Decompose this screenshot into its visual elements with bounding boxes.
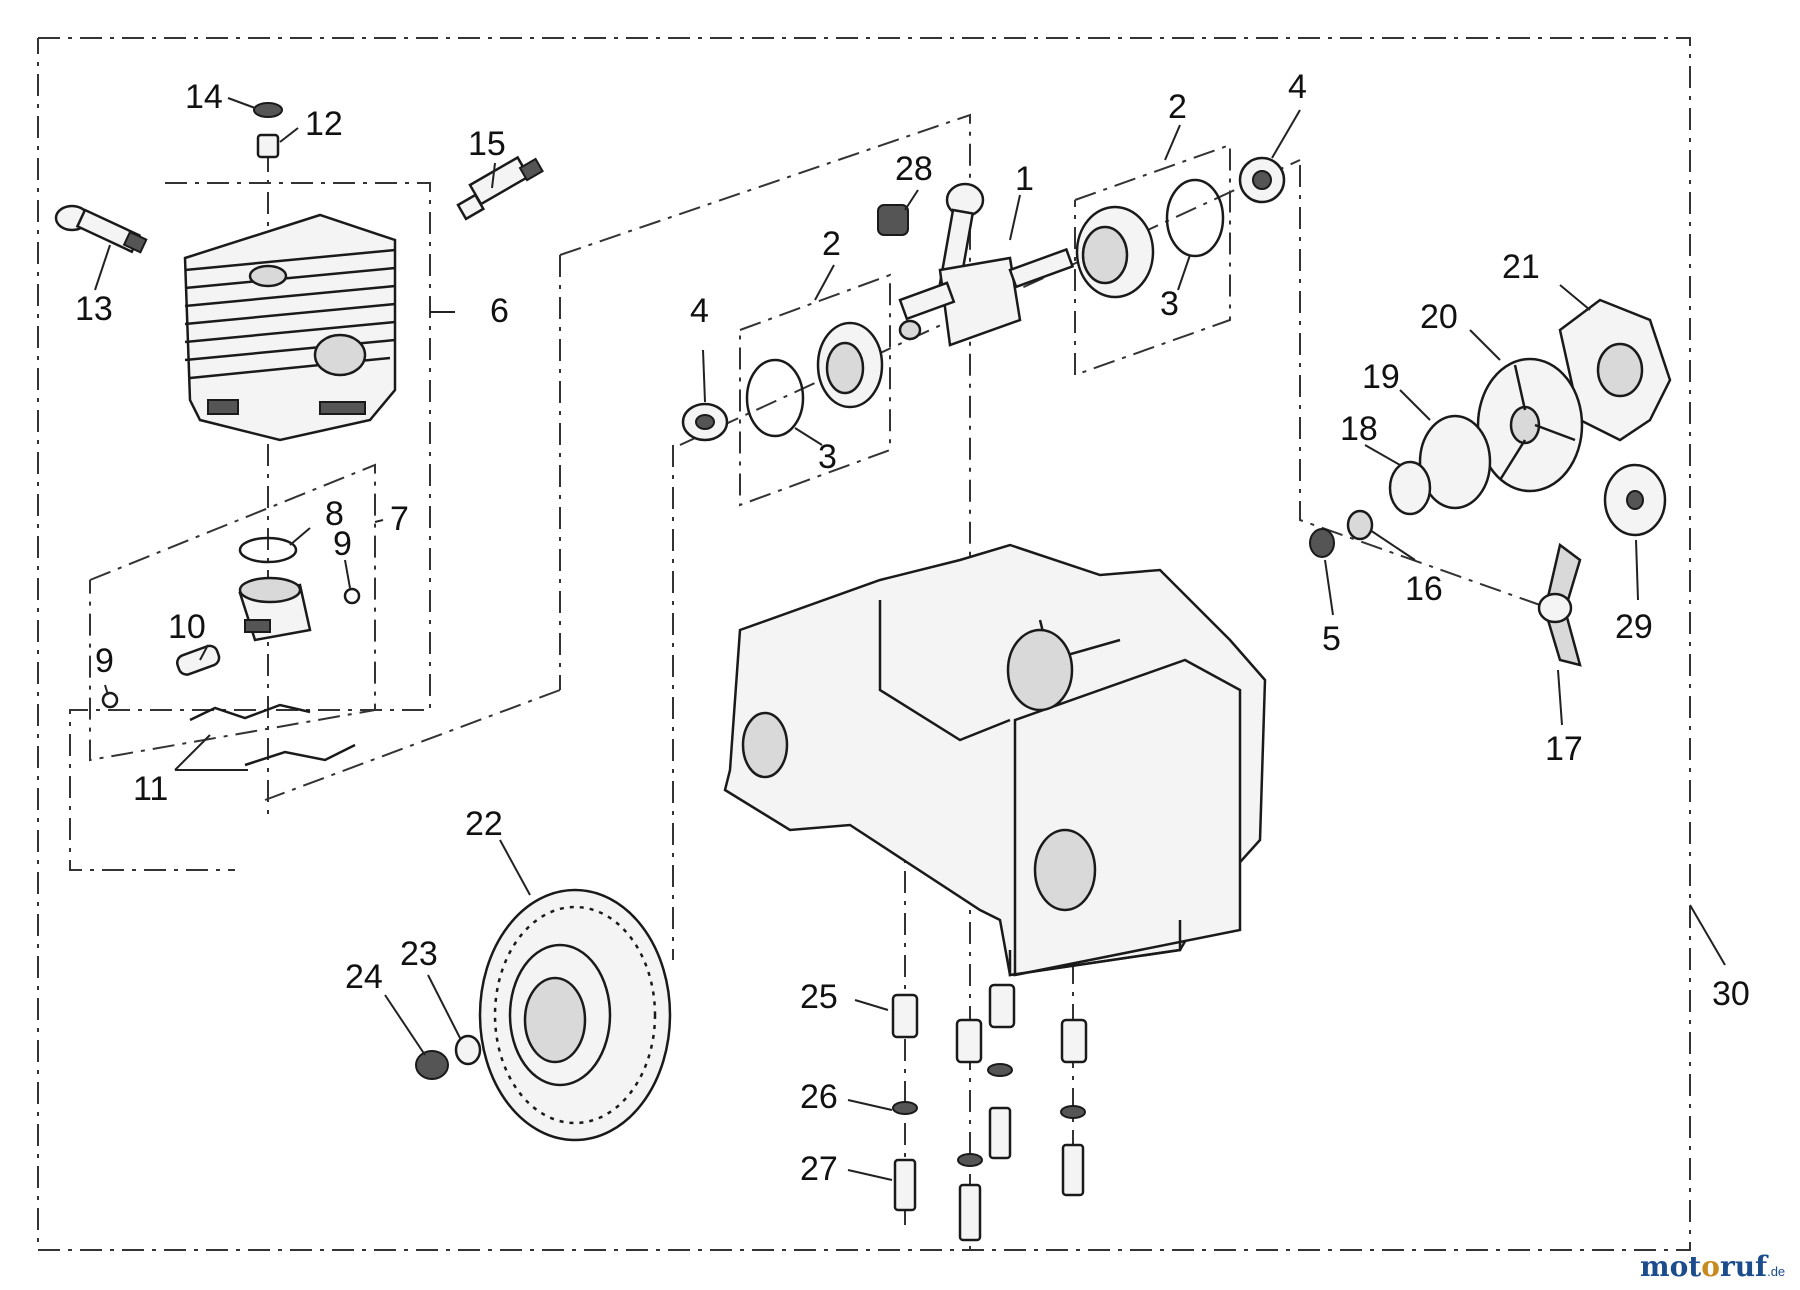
part-4-seal-right <box>1238 156 1286 204</box>
part-8-piston-ring <box>238 536 298 564</box>
part-11-gasket-upper <box>189 703 311 722</box>
bearing-group-right-boundary <box>1074 143 1231 377</box>
part-27-screw-d <box>958 1183 982 1242</box>
label-p3b: 3 <box>1160 285 1179 323</box>
part-6-cylinder <box>183 213 397 442</box>
label-p14: 14 <box>185 78 223 116</box>
label-p30: 30 <box>1712 975 1750 1013</box>
label-p26: 26 <box>800 1078 838 1116</box>
label-p23: 23 <box>400 935 438 973</box>
part-piston <box>238 576 312 642</box>
part-9-circlip-right <box>343 587 361 605</box>
part-3-circlip-left <box>745 358 805 438</box>
part-25-sleeve-a <box>891 993 919 1039</box>
crankcase-link-line-2 <box>264 689 561 801</box>
label-p4a: 4 <box>690 292 709 330</box>
part-25-sleeve-d <box>1060 1018 1088 1064</box>
part-26-washer-d <box>957 1153 983 1167</box>
label-p6: 6 <box>490 292 509 330</box>
label-p10: 10 <box>168 608 206 646</box>
part-26-washer-a <box>892 1101 918 1115</box>
label-p24: 24 <box>345 958 383 996</box>
part-27-screw-b <box>988 1106 1012 1160</box>
label-p11: 11 <box>133 770 168 808</box>
label-p9b: 9 <box>95 642 114 680</box>
leader-lines <box>94 97 1639 1181</box>
part-25-sleeve-c <box>988 983 1016 1029</box>
label-p13: 13 <box>75 290 113 328</box>
label-p21: 21 <box>1502 248 1540 286</box>
label-p19: 19 <box>1362 358 1400 396</box>
part-11-gasket-lower <box>244 743 356 767</box>
label-p22: 22 <box>465 805 503 843</box>
cylinder-group-boundary <box>69 182 431 871</box>
piston-group-boundary <box>89 463 376 762</box>
label-p9a: 9 <box>333 525 352 563</box>
part-10-piston-pin <box>176 644 221 676</box>
part-23-washer <box>454 1034 482 1066</box>
label-p17: 17 <box>1545 730 1583 768</box>
part-2-bearing-right <box>1075 205 1155 299</box>
label-p2a: 2 <box>822 225 841 263</box>
part-25-sleeve-b <box>955 1018 983 1064</box>
part-28-needle-bearing <box>877 204 909 236</box>
part-20-clutch <box>1476 357 1584 493</box>
leader-30 <box>1689 904 1726 966</box>
label-p7: 7 <box>390 500 409 538</box>
part-12-sleeve <box>256 133 280 159</box>
part-2-bearing-left <box>816 321 884 409</box>
clutch-axis-line <box>1299 165 1541 606</box>
label-p3a: 3 <box>818 438 837 476</box>
label-p27: 27 <box>800 1150 838 1188</box>
part-19-disc <box>1418 414 1492 510</box>
part-29-washer <box>1603 463 1667 537</box>
label-p20: 20 <box>1420 298 1458 336</box>
part-18-washer <box>1388 460 1432 516</box>
label-p16: 16 <box>1405 570 1443 608</box>
label-p5: 5 <box>1322 620 1341 658</box>
part-1-crankshaft <box>898 182 1075 347</box>
part-22-flywheel <box>478 888 672 1142</box>
label-p1: 1 <box>1015 160 1034 198</box>
part-21-clutch-cover <box>1558 298 1672 442</box>
svg-text:motoruf.de: motoruf.de <box>1640 1250 1785 1283</box>
part-13-decompression-valve <box>54 204 148 254</box>
label-p18: 18 <box>1340 410 1378 448</box>
part-27-screw-a <box>893 1158 917 1212</box>
part-15-spark-plug <box>456 155 544 221</box>
crankcase-housing <box>723 543 1267 977</box>
bearing-group-left-boundary <box>739 273 891 507</box>
part-5-nut <box>1309 528 1335 558</box>
watermark-logo: motoruf.de <box>1640 1250 1785 1283</box>
part-24-nut <box>415 1050 449 1080</box>
part-14-washer <box>253 102 283 118</box>
label-p2b: 2 <box>1168 88 1187 126</box>
label-p28: 28 <box>895 150 933 188</box>
part-3-circlip-right <box>1165 178 1225 258</box>
part-16-washer <box>1346 509 1374 541</box>
part-17-wing-nut <box>1537 542 1582 667</box>
assembly-boundary <box>37 37 1691 1251</box>
part-27-screw-c <box>1061 1143 1085 1197</box>
label-p12: 12 <box>305 105 343 143</box>
label-p25: 25 <box>800 978 838 1016</box>
label-p15: 15 <box>468 125 506 163</box>
part-26-washer-b <box>987 1063 1013 1077</box>
label-p8: 8 <box>325 495 344 533</box>
label-p29: 29 <box>1615 608 1653 646</box>
part-4-seal-left <box>681 402 729 442</box>
part-9-circlip-left <box>101 691 119 709</box>
part-26-washer-c <box>1060 1105 1086 1119</box>
label-p4b: 4 <box>1288 68 1307 106</box>
